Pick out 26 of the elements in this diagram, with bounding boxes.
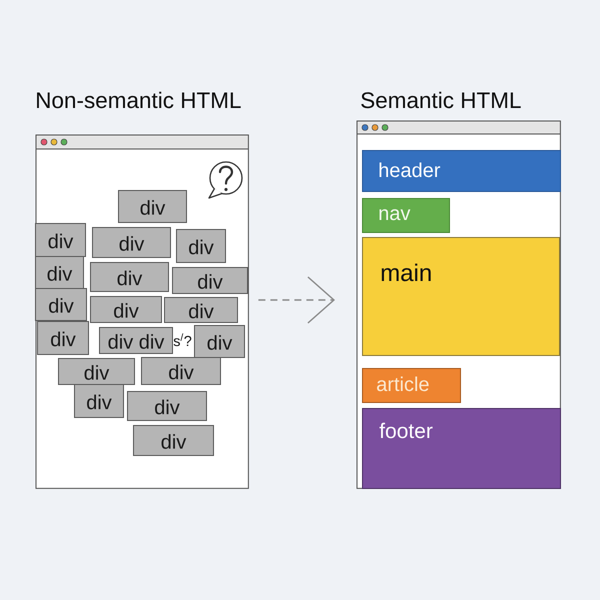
section-box: footer: [362, 408, 561, 489]
div-box: div: [176, 229, 226, 263]
div-box: div: [35, 223, 86, 257]
div-box: div: [194, 325, 245, 358]
section-box: main: [362, 237, 560, 356]
div-box: div: [35, 288, 87, 321]
heading: Non-semantic HTML: [37, 92, 241, 108]
div-box: div div: [99, 327, 173, 354]
div-box: div: [164, 297, 238, 323]
section-box: nav: [362, 198, 450, 233]
div-box: div: [90, 296, 162, 323]
div-box: div: [172, 267, 248, 294]
section-box: article: [362, 368, 461, 403]
text-fragment: s$^{/}$?: [174, 333, 192, 346]
div-box: div: [127, 391, 207, 421]
div-box: div: [118, 190, 187, 223]
div-box: div: [92, 227, 171, 258]
heading: Semantic HTML: [361, 92, 521, 108]
div-box: div: [133, 425, 214, 456]
div-box: div: [58, 358, 135, 385]
div-box: div: [35, 256, 84, 289]
div-box: div: [141, 357, 221, 385]
section-box: header: [362, 150, 561, 192]
div-box: div: [90, 262, 169, 292]
div-box: div: [74, 384, 124, 418]
div-box: div: [37, 321, 89, 355]
